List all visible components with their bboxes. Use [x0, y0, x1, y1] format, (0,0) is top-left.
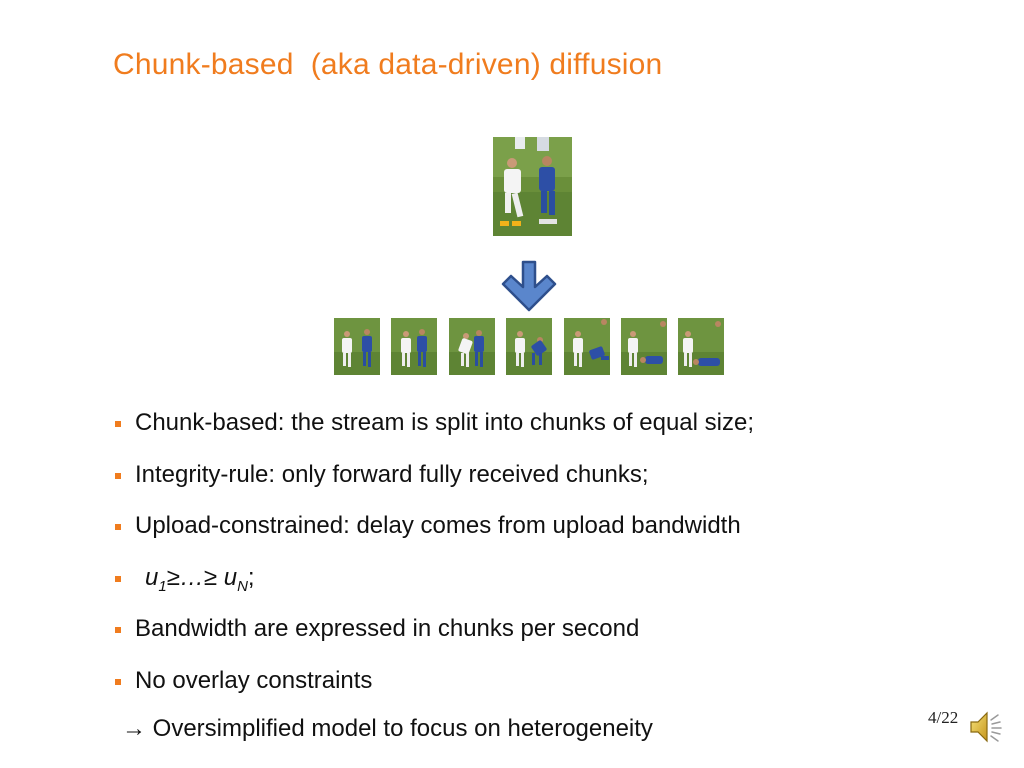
page-number: 4/22 — [928, 708, 959, 727]
bullet-math: u1≥…≥ uN; — [135, 560, 255, 605]
bullet-marker — [115, 524, 121, 530]
bullet-text: No overlay constraints — [135, 666, 373, 694]
stream-photo — [493, 137, 572, 236]
chunk-frame-4 — [506, 318, 552, 375]
bullet-marker — [115, 472, 121, 479]
math-end: ; — [247, 563, 255, 591]
math-sub-N: N — [237, 577, 248, 595]
conclusion-text: → Oversimplified model to focus on heter… — [122, 715, 653, 742]
bullet-item: Integrity-rule: only forward fully recei… — [113, 457, 973, 509]
bullet-text: Bandwidth are expressed in chunks per se… — [135, 615, 640, 642]
bullet-marker — [115, 575, 121, 582]
math-sub-1: 1 — [158, 577, 167, 595]
math-dots: … — [179, 563, 204, 591]
chunk-frame-2 — [391, 318, 437, 375]
bullet-item: Upload-constrained: delay comes from upl… — [113, 508, 973, 560]
chunk-frame-5 — [564, 318, 610, 375]
math-ge-2: ≥ — [203, 563, 218, 591]
bullet-item: Bandwidth are expressed in chunks per se… — [113, 611, 973, 663]
bullet-list: Chunk-based: the stream is split into ch… — [113, 405, 973, 714]
math-ge-1: ≥ — [166, 563, 180, 591]
chunk-frame-3 — [449, 318, 495, 375]
down-arrow-icon — [501, 260, 557, 312]
bullet-item: Chunk-based: the stream is split into ch… — [113, 405, 973, 457]
bullet-text: Integrity-rule: only forward fully recei… — [135, 460, 649, 488]
slide-title: Chunk-based (aka data-driven) diffusion — [113, 48, 663, 81]
chunk-frame-6 — [621, 318, 667, 375]
bullet-text: Chunk-based: the stream is split into ch… — [135, 409, 754, 436]
bullet-text: Upload-constrained: delay comes from upl… — [135, 512, 741, 539]
speaker-icon[interactable] — [968, 708, 1002, 746]
bullet-marker — [115, 421, 121, 427]
bullet-marker — [115, 678, 121, 685]
chunk-frame-1 — [334, 318, 380, 375]
chunk-frame-7 — [678, 318, 724, 375]
bullet-marker — [115, 627, 121, 633]
bullet-item: No overlay constraints — [113, 663, 973, 715]
bullet-item: u1≥…≥ uN; — [113, 560, 973, 612]
math-uN: u — [223, 563, 238, 591]
math-u1: u — [145, 563, 159, 591]
